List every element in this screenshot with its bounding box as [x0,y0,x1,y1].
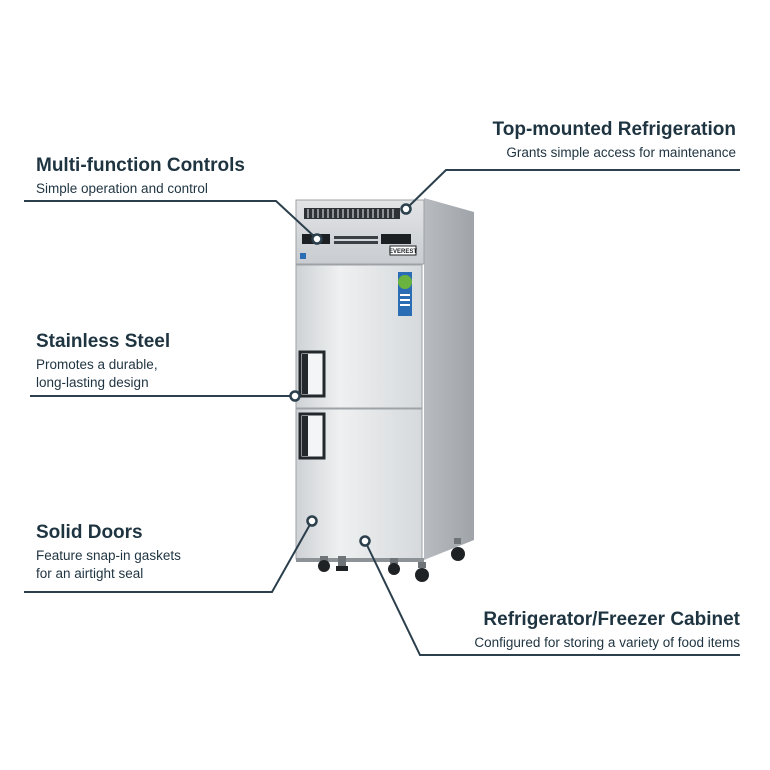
indicator-light [300,253,306,259]
handle-icon[interactable] [298,412,326,460]
callout-title: Stainless Steel [36,331,171,352]
callout-title: Refrigerator/Freezer Cabinet [483,609,740,630]
energy-badge-icon [398,272,412,316]
callout-description-line: long-lasting design [36,375,149,390]
callout-dot-icon [400,203,412,215]
callout-dot-icon [289,390,301,402]
callout-solid-doors: Solid Doors Feature snap-in gaskets for … [36,522,181,583]
callout-dot-icon [311,233,323,245]
callout-description: Simple operation and control [36,181,208,196]
panel-strip [334,241,378,244]
callout-top-mounted-refrigeration: Top-mounted Refrigeration Grants simple … [493,119,736,162]
leader-line-controls [24,200,318,240]
cabinet-side-panel [424,198,474,560]
temperature-display [381,234,411,244]
callout-stainless-steel: Stainless Steel Promotes a durable, long… [36,331,170,392]
bottom-trim [296,558,424,562]
vent-grille [304,208,400,219]
caster-icon [388,558,400,575]
callout-title: Top-mounted Refrigeration [492,119,736,140]
callout-title: Multi-function Controls [36,155,245,176]
caster-icon [336,556,348,571]
callout-description: Configured for storing a variety of food… [474,635,740,650]
handle-icon[interactable] [298,350,326,398]
panel-strip [334,236,378,239]
callout-description: Grants simple access for maintenance [506,145,736,160]
leader-line-top [405,169,740,210]
callout-description: Promotes a durable, long-lasting design [36,356,170,392]
caster-icon [415,562,429,582]
callout-description-line: Promotes a durable, [36,357,158,372]
callout-dot-icon [359,535,371,547]
leader-line-doors [24,520,313,593]
brand-logo-text: EVEREST [389,249,417,255]
callout-description-line: for an airtight seal [36,566,144,581]
callout-description-line: Feature snap-in gaskets [36,548,181,563]
callout-multi-function-controls: Multi-function Controls Simple operation… [36,155,245,198]
callout-title: Solid Doors [36,522,143,543]
leader-line-cabinet [364,540,740,656]
callout-refrigerator-freezer-cabinet: Refrigerator/Freezer Cabinet Configured … [474,609,740,652]
callout-description: Feature snap-in gaskets for an airtight … [36,547,181,583]
callout-dot-icon [306,515,318,527]
caster-icon [318,556,330,572]
caster-icon [451,538,465,561]
brand-logo: EVEREST [389,245,417,256]
